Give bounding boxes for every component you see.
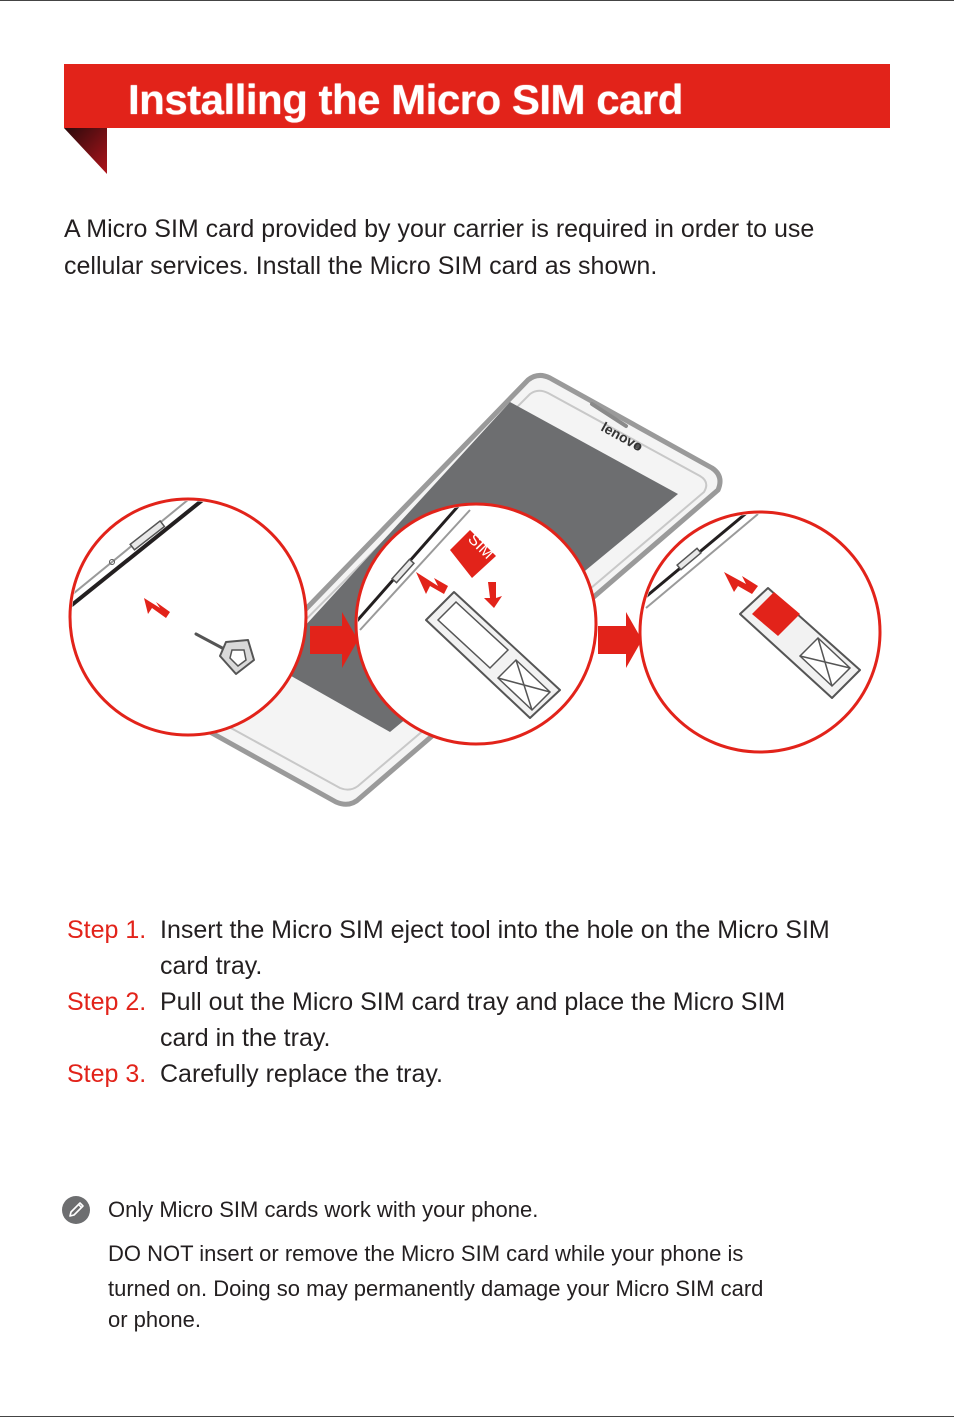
step-text-line-1: Pull out the Micro SIM card tray and pla… — [160, 988, 786, 1016]
intro-line-1: A Micro SIM card provided by your carrie… — [64, 215, 815, 243]
arrow-icon — [144, 598, 170, 618]
intro-line-2: cellular services. Install the Micro SIM… — [64, 252, 658, 280]
title-banner-fold — [64, 128, 107, 174]
intro-paragraph: A Micro SIM card provided by your carrie… — [64, 211, 884, 285]
bottom-rule — [0, 1416, 954, 1417]
step1-zoom-circle — [68, 497, 308, 737]
arrow-right-icon-2 — [598, 612, 642, 668]
eject-tool-icon — [194, 632, 255, 675]
step-text-line-2: card tray. — [160, 952, 263, 980]
note-line-3: turned on. Doing so may permanently dama… — [108, 1276, 764, 1301]
note-block: Only Micro SIM cards work with your phon… — [108, 1194, 868, 1334]
sim-install-illustration: lenovo — [68, 372, 882, 807]
step-text-line-1: Insert the Micro SIM eject tool into the… — [160, 916, 830, 944]
title-banner — [64, 64, 890, 128]
arrow-icon-2b — [484, 582, 502, 608]
note-line-1: Only Micro SIM cards work with your phon… — [108, 1197, 539, 1222]
earpiece — [590, 402, 628, 428]
page-title: Installing the Micro SIM card — [128, 76, 683, 123]
step-1: Step 1. Insert the Micro SIM eject tool … — [67, 912, 887, 984]
sim-tray-inserted-icon — [739, 587, 861, 699]
step-3: Step 3. Carefully replace the tray. — [67, 1056, 887, 1092]
arrow-right-icon-1 — [310, 612, 358, 668]
steps-list: Step 1. Insert the Micro SIM eject tool … — [67, 912, 887, 1092]
pencil-icon — [62, 1196, 90, 1224]
step-text-line-2: card in the tray. — [160, 1024, 331, 1052]
note-line-4: or phone. — [108, 1307, 201, 1332]
step-2: Step 2. Pull out the Micro SIM card tray… — [67, 984, 887, 1056]
sim-card-inserted-icon — [752, 592, 800, 636]
arrow-icon-2a — [416, 572, 448, 594]
step-label: Step 2. — [67, 988, 147, 1016]
top-rule — [0, 0, 954, 1]
step-label: Step 3. — [67, 1060, 147, 1088]
front-camera — [635, 443, 641, 449]
step3-zoom-circle — [638, 510, 882, 754]
arrow-icon-3 — [724, 572, 758, 594]
step-text-line-1: Carefully replace the tray. — [160, 1060, 443, 1088]
sim-tray-icon — [425, 591, 561, 719]
step-label: Step 1. — [67, 916, 147, 944]
note-line-2: DO NOT insert or remove the Micro SIM ca… — [108, 1241, 744, 1266]
step2-zoom-circle: SIM — [354, 502, 598, 746]
